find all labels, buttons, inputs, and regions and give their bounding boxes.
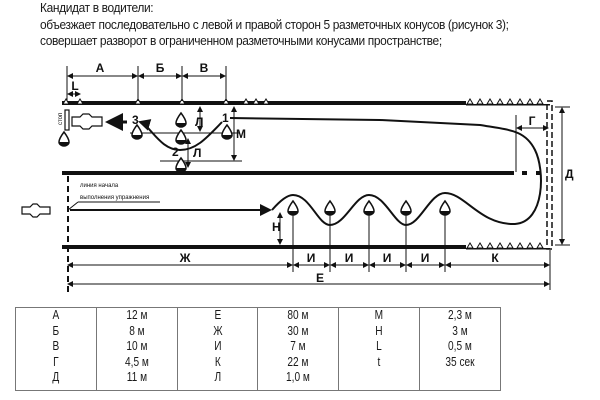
label-e: Е <box>316 271 324 285</box>
table-key: L <box>376 339 382 353</box>
label-m: М <box>236 127 246 141</box>
label-k: К <box>491 251 499 265</box>
label-i: И <box>307 251 316 265</box>
table-value: 22 м <box>287 354 309 369</box>
label-v: В <box>200 61 209 75</box>
table-value: 12 м <box>126 308 148 322</box>
label-a: А <box>96 61 105 75</box>
label-i: И <box>421 251 430 265</box>
table-key: Д <box>52 370 60 384</box>
table-key: Г <box>53 354 59 369</box>
table-value: 2,3 м <box>448 308 472 322</box>
heading: Кандидат в водители: <box>40 0 154 15</box>
table-value: 11 м <box>126 370 147 384</box>
table-key: И <box>213 339 222 353</box>
table-value: 80 м <box>287 308 309 322</box>
table-key: К <box>214 354 221 369</box>
table-value: 8 м <box>128 323 145 338</box>
stop-label: стоп <box>58 113 64 125</box>
table-value: 1,0 м <box>286 370 311 384</box>
instruction-line-2: совершает разворот в ограниченном размет… <box>40 33 442 48</box>
table-value: 3 м <box>452 323 468 338</box>
label-b: Б <box>156 61 165 75</box>
table-value: 35 сек <box>445 354 475 369</box>
start-line-label-1: линия начала <box>80 183 119 189</box>
table-key: А <box>52 308 60 322</box>
cone-number-3: 3 <box>132 113 139 127</box>
dimension-lines <box>66 66 570 292</box>
car-icon <box>21 203 51 218</box>
label-g: Г <box>529 114 536 128</box>
instruction-line-1: объезжает последовательно с левой и прав… <box>40 17 509 32</box>
label-zh: Ж <box>179 251 191 265</box>
cone-number-1: 1 <box>222 111 229 125</box>
table-key: В <box>52 339 60 353</box>
stop-line <box>64 109 70 131</box>
table-key: t <box>377 354 381 369</box>
label-i: И <box>383 251 392 265</box>
trajectory <box>105 113 542 227</box>
car-icon <box>71 113 103 130</box>
table-key: Е <box>214 308 221 322</box>
label-d: Д <box>565 167 574 181</box>
table-value: 10 м <box>126 339 148 353</box>
table-key: Б <box>52 323 60 338</box>
exercise-diagram: А Б В L М Л Л 1 2 3 Г Д Н Ж И И И И К Е … <box>21 61 574 292</box>
label-h: Н <box>272 220 281 234</box>
table-key: Н <box>375 323 383 338</box>
table-value: 7 м <box>290 339 307 353</box>
table-key: Ж <box>212 323 223 338</box>
label-i: И <box>345 251 354 265</box>
label-l1: Л <box>195 115 203 129</box>
label-l: L <box>71 79 78 93</box>
start-line-label-2: выполнения упражнения <box>80 195 149 201</box>
table-value: 4,5 м <box>124 354 149 369</box>
table-key: Л <box>214 370 221 384</box>
label-l2: Л <box>193 146 201 160</box>
table-value: 30 м <box>287 323 309 338</box>
table-value: 0,5 м <box>448 339 472 353</box>
cone-number-2: 2 <box>172 145 179 159</box>
table-key: М <box>374 308 384 322</box>
